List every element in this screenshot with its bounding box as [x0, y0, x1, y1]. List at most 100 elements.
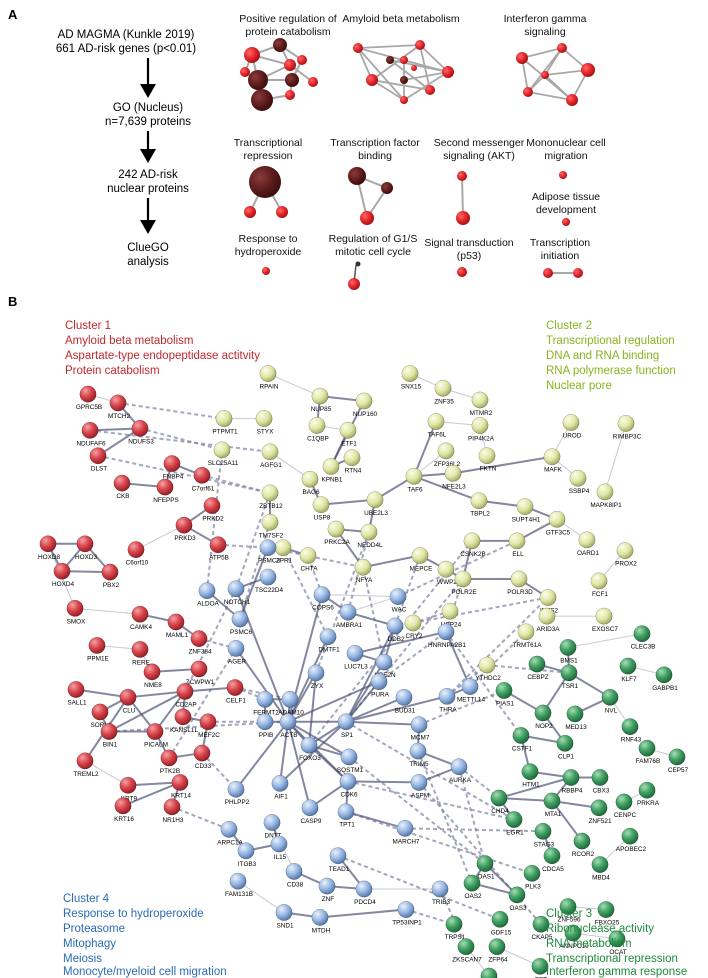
- protein-node-il15: IL15: [270, 835, 288, 861]
- protein-node-label: HOXD4: [52, 581, 74, 588]
- protein-node-circle: [156, 478, 174, 496]
- protein-node-circle: [395, 688, 413, 706]
- protein-node-taf6: TAF6: [405, 467, 423, 493]
- protein-node-label: TAF6: [407, 486, 423, 493]
- go-term-adipose-line-2: development: [536, 204, 596, 216]
- protein-node-label: ZNF384: [188, 649, 212, 656]
- protein-node-label: CLEC3B: [631, 644, 656, 651]
- protein-node-circle: [307, 664, 325, 682]
- protein-node-circle: [437, 442, 455, 460]
- protein-node-label: CEBPZ: [527, 674, 548, 681]
- protein-node-znf35: ZNF35: [434, 379, 454, 405]
- protein-node-label: OAS3: [509, 905, 526, 912]
- protein-node-label: EGR1: [506, 830, 524, 837]
- protein-node-circle: [531, 957, 549, 975]
- protein-node-prox2: PROX2: [615, 542, 637, 568]
- protein-node-circle: [299, 547, 317, 564]
- protein-node-label: SNX15: [401, 384, 422, 391]
- protein-node-label: TM7SF2: [259, 532, 284, 539]
- protein-node-znf: ZNF: [318, 877, 336, 903]
- interaction-edge: [348, 756, 486, 865]
- protein-node-cenpc: CENPC: [614, 793, 637, 819]
- protein-node-circle: [490, 789, 508, 807]
- protein-node-ocat: OCAT: [608, 930, 627, 956]
- interaction-edge: [362, 554, 421, 569]
- protein-node-ell: ELL: [508, 532, 526, 558]
- protein-node-label: TAF6L: [428, 432, 447, 439]
- go-term-adipose-line-1: Adipose tissue: [532, 191, 600, 203]
- protein-node-label: METTL14: [457, 697, 486, 704]
- protein-node-circle: [596, 483, 614, 501]
- protein-node-label: CHTA: [301, 566, 319, 573]
- protein-node-circle: [532, 915, 550, 933]
- protein-node-label: TSC22D4: [255, 587, 284, 594]
- protein-node-ddb2: DDB2: [386, 617, 405, 643]
- protein-node-circle: [203, 497, 221, 515]
- protein-node-label: BUD31: [395, 707, 416, 714]
- protein-node-label: HNRNPA2B1: [428, 642, 466, 649]
- protein-node-circle: [543, 792, 561, 810]
- protein-node-nme8: NME8: [143, 663, 162, 689]
- protein-node-tsc22d4: TSC22D4: [255, 568, 284, 594]
- protein-node-zfp64: ZFP64: [488, 938, 508, 964]
- interaction-edge: [347, 780, 420, 784]
- cluster-2-title: Cluster 2: [546, 320, 592, 332]
- protein-node-label: WWP2: [437, 579, 457, 586]
- interaction-edge: [404, 827, 544, 833]
- protein-node-circle: [261, 443, 279, 461]
- cluster-2-term-1: Transcriptional regulation: [546, 335, 675, 347]
- protein-node-ndufaf6: NDUFAF6: [76, 421, 106, 447]
- protein-node-label: MTCH2: [108, 413, 130, 420]
- protein-node-circle: [431, 880, 449, 898]
- protein-node-krt14: KRT14: [171, 773, 191, 799]
- flow-step-2-line-2: n=7,639 proteins: [105, 116, 191, 128]
- interaction-edge: [279, 721, 347, 785]
- flow-arrow-3: [140, 198, 156, 234]
- protein-node-circle: [163, 455, 181, 473]
- protein-node-label: KPNB1: [322, 477, 343, 484]
- protein-node-ager: AGER: [227, 639, 246, 665]
- protein-node-circle: [67, 681, 85, 698]
- interaction-edge: [201, 474, 271, 494]
- protein-node-label: BIN1: [103, 742, 118, 749]
- protein-node-circle: [621, 718, 639, 736]
- flow-arrow-1: [140, 58, 156, 98]
- go-term-hydroperoxide-line-1: Response to: [239, 233, 298, 245]
- protein-node-circle: [114, 797, 132, 815]
- protein-node-label: TREML2: [73, 771, 99, 778]
- protein-node-label: ZBTB12: [259, 503, 283, 510]
- protein-node-label: LUC7L3: [344, 663, 368, 670]
- protein-node-pdcd4: PDCD4: [354, 880, 376, 906]
- interaction-edge: [135, 524, 185, 551]
- protein-node-circle: [621, 827, 639, 845]
- protein-node-circle: [534, 822, 552, 840]
- protein-node-circle: [259, 539, 277, 557]
- protein-node-label: BMS1: [560, 657, 578, 664]
- protein-node-circle: [505, 811, 523, 829]
- cluster-2-legend: Cluster 2 Transcriptional regulation DNA…: [546, 320, 676, 392]
- interaction-edge: [97, 427, 141, 457]
- protein-node-label: USP8: [314, 515, 331, 522]
- panel-a-letter: A: [8, 7, 18, 22]
- protein-node-cd38: CD38: [285, 862, 304, 888]
- interaction-edge: [320, 498, 376, 506]
- protein-node-circle: [405, 467, 423, 485]
- protein-node-circle: [471, 391, 489, 409]
- protein-node-gdf15: GDF15: [491, 910, 512, 936]
- protein-node-label: SSBP4: [569, 488, 590, 495]
- protein-node-label: ZNF: [322, 896, 335, 903]
- protein-node-mapk8ip1: MAPK8IP1: [590, 483, 622, 509]
- protein-node-label: CASP9: [301, 818, 322, 825]
- protein-node-camk4: CAMK4: [130, 605, 152, 631]
- protein-node-label: ZNF35: [434, 398, 454, 405]
- workflow-flowchart: AD MAGMA (Kunkle 2019) 661 AD-risk genes…: [56, 29, 196, 268]
- cluster-3-legend: Cluster 3 Ribonuclease activity RNA meta…: [546, 908, 687, 978]
- protein-node-label: NOTCH1: [224, 599, 251, 606]
- interaction-edge: [354, 630, 447, 655]
- protein-node-label: KRT9: [121, 795, 138, 802]
- protein-node-circle: [409, 742, 427, 760]
- protein-node-label: TP53INP1: [392, 920, 422, 927]
- go-node-adipose: [562, 218, 570, 226]
- protein-node-circle: [543, 448, 561, 466]
- protein-node-circle: [229, 872, 247, 890]
